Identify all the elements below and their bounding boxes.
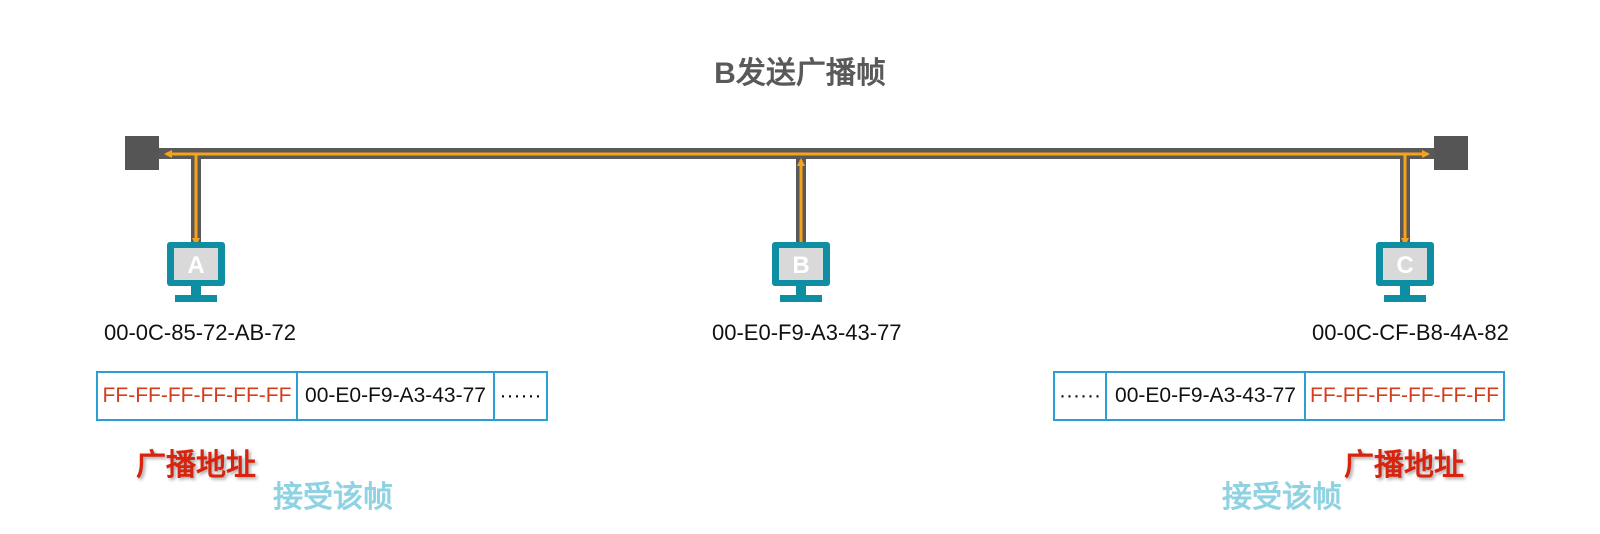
host-b-letter: B [792, 252, 809, 279]
frame-a-dest-field: FF-FF-FF-FF-FF-FF [98, 373, 298, 419]
frame-c-more-field: ······ [1055, 373, 1107, 419]
frame-a-more-field: ······ [499, 384, 542, 407]
computer-c-icon: C [1376, 242, 1434, 302]
mac-address-b: 00-E0-F9-A3-43-77 [712, 320, 902, 345]
frame-at-a: FF-FF-FF-FF-FF-FF 00-E0-F9-A3-43-77 ····… [96, 371, 548, 421]
mac-address-a: 00-0C-85-72-AB-72 [104, 320, 296, 345]
frame-at-c: ······ 00-E0-F9-A3-43-77 FF-FF-FF-FF-FF-… [1053, 371, 1505, 421]
frame-c-dest-field: FF-FF-FF-FF-FF-FF [1310, 384, 1499, 407]
frame-a-src-field: 00-E0-F9-A3-43-77 [298, 373, 495, 419]
accept-frame-label-a: 接受该帧 [273, 481, 393, 514]
terminator-right [1434, 136, 1468, 170]
host-c-letter: C [1396, 252, 1413, 279]
accept-frame-label-c: 接受该帧 [1222, 481, 1342, 514]
broadcast-address-label-c: 广播地址 [1344, 449, 1464, 482]
broadcast-address-label-a: 广播地址 [136, 449, 256, 482]
mac-address-c: 00-0C-CF-B8-4A-82 [1312, 320, 1509, 345]
computer-b-icon: B [772, 242, 830, 302]
terminator-left [125, 136, 159, 170]
frame-c-src-field: 00-E0-F9-A3-43-77 [1107, 373, 1306, 419]
computer-a-icon: A [167, 242, 225, 302]
host-a-letter: A [187, 252, 204, 279]
diagram-title: B发送广播帧 [714, 57, 886, 90]
